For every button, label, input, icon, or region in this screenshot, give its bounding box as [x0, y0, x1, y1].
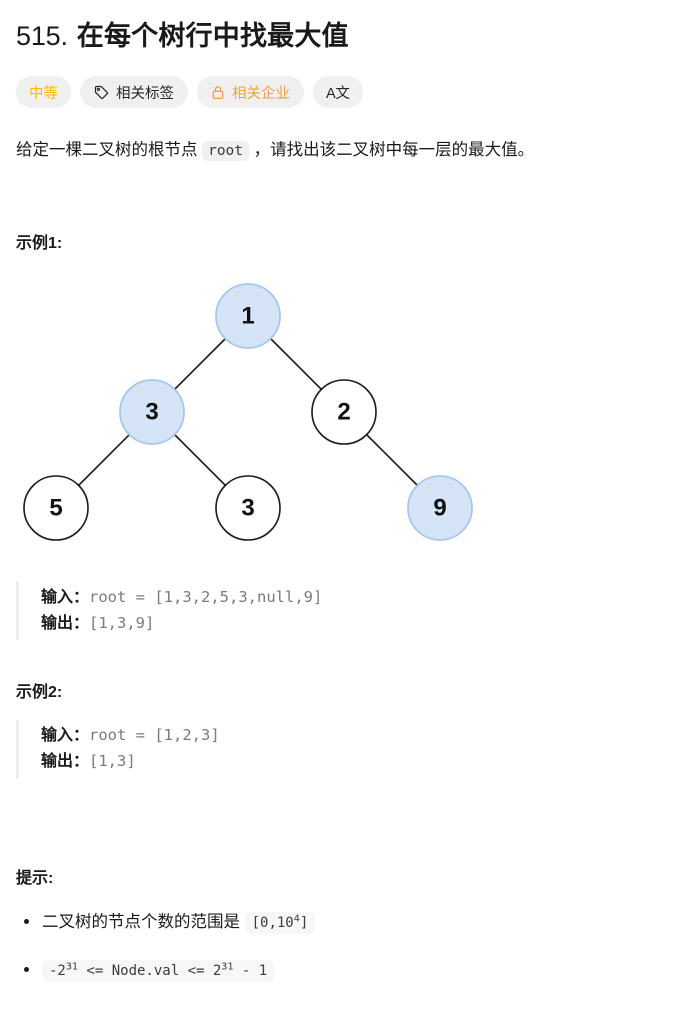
tree-node-circle [23, 475, 89, 541]
problem-title-text: 在每个树行中找最大值 [76, 21, 349, 51]
tree-node-circle [215, 282, 281, 349]
example2-input-line: 输入：root = [1,2,3] [41, 723, 684, 749]
tree-node-label: 3 [241, 494, 254, 521]
tree-edge [270, 337, 322, 390]
tree-node-circle [311, 379, 377, 445]
tree-node: 5 [23, 475, 89, 541]
topics-label: 相关标签 [116, 85, 174, 102]
example1-code: 输入：root = [1,3,2,5,3,null,9] 输出：[1,3,9] [16, 581, 684, 640]
example2-input-label: 输入： [41, 726, 90, 744]
constraint-1-code-sup: 4 [293, 912, 300, 924]
example2-code: 输入：root = [1,2,3] 输出：[1,3] [16, 719, 684, 778]
example1-output-label: 输出： [41, 614, 90, 632]
lock-icon [211, 85, 225, 100]
tree-node: 2 [311, 379, 377, 445]
example2-output-value: [1,3] [89, 751, 136, 770]
companies-badge[interactable]: 相关企业 [197, 76, 304, 108]
example1-output-value: [1,3,9] [89, 613, 155, 632]
constraints-list: 二叉树的节点个数的范围是 [0,104] -231 <= Node.val <=… [16, 910, 684, 984]
tree-edge [174, 433, 226, 486]
binary-tree-figure: 1 3 2 5 3 9 [16, 259, 684, 564]
tree-node-circle [215, 475, 281, 541]
constraint-2-code: -231 <= Node.val <= 231 - 1 [42, 960, 275, 983]
tree-edge [366, 433, 418, 486]
tree-node-circle [119, 378, 185, 445]
tree-node-label: 5 [49, 494, 62, 521]
description-after: ，请找出该二叉树中每一层的最大值。 [253, 141, 535, 159]
constraint-2-p3: - 1 [233, 963, 268, 980]
binary-tree-svg: 1 3 2 5 3 9 [23, 282, 473, 541]
example1-input-value: root = [1,3,2,5,3,null,9] [89, 587, 323, 606]
tree-node-label: 1 [241, 302, 254, 329]
example2-input-value: root = [1,2,3] [89, 725, 220, 744]
example1-heading: 示例1: [16, 234, 63, 252]
constraint-1-code-base: [0,10 [251, 914, 294, 931]
problem-description: 给定一棵二叉树的根节点 root ，请找出该二叉树中每一层的最大值。 [16, 136, 684, 165]
tree-node-label: 2 [337, 398, 350, 425]
constraint-1-code-tail: ] [299, 914, 309, 931]
constraint-1-text: 二叉树的节点个数的范围是 [42, 912, 240, 931]
companies-label: 相关企业 [232, 85, 290, 102]
topics-badge[interactable]: 相关标签 [80, 76, 188, 108]
translate-icon: A文 [326, 85, 350, 102]
tree-node: 3 [119, 378, 185, 445]
example2-heading: 示例2: [16, 683, 63, 701]
tag-icon [94, 85, 109, 100]
example1-input-line: 输入：root = [1,3,2,5,3,null,9] [41, 585, 684, 611]
tree-node: 1 [215, 282, 281, 349]
constraint-2-s2: 31 [221, 961, 234, 973]
tree-node-circle [407, 474, 473, 541]
example2-output-line: 输出：[1,3] [41, 749, 684, 775]
difficulty-label: 中等 [29, 85, 58, 102]
example1-output-line: 输出：[1,3,9] [41, 611, 684, 637]
translate-toggle[interactable]: A文 [313, 76, 363, 108]
root-code-chip: root [202, 141, 250, 161]
constraints-heading: 提示: [16, 869, 54, 887]
constraint-2-p1: -2 [49, 963, 66, 980]
constraint-2-s1: 31 [65, 961, 78, 973]
page-title: 515. 在每个树行中找最大值 [16, 14, 684, 53]
constraint-1-code: [0,104] [244, 911, 316, 934]
example1-input-label: 输入： [41, 588, 90, 606]
tree-edge [78, 433, 130, 486]
constraint-2-p2: <= Node.val <= 2 [78, 963, 222, 980]
difficulty-badge[interactable]: 中等 [16, 76, 71, 108]
tree-node-label: 9 [433, 494, 446, 521]
tree-node: 3 [215, 475, 281, 541]
tree-edge [174, 337, 226, 390]
tree-node: 9 [407, 474, 473, 541]
badge-row: 中等 相关标签 相关企业 A文 [16, 76, 684, 108]
description-before: 给定一棵二叉树的根节点 [16, 141, 198, 159]
example2-output-label: 输出： [41, 752, 90, 770]
constraint-item-2: -231 <= Node.val <= 231 - 1 [16, 958, 684, 983]
problem-number: 515. [16, 21, 68, 51]
tree-node-label: 3 [145, 398, 158, 425]
constraint-item-1: 二叉树的节点个数的范围是 [0,104] [16, 910, 684, 935]
